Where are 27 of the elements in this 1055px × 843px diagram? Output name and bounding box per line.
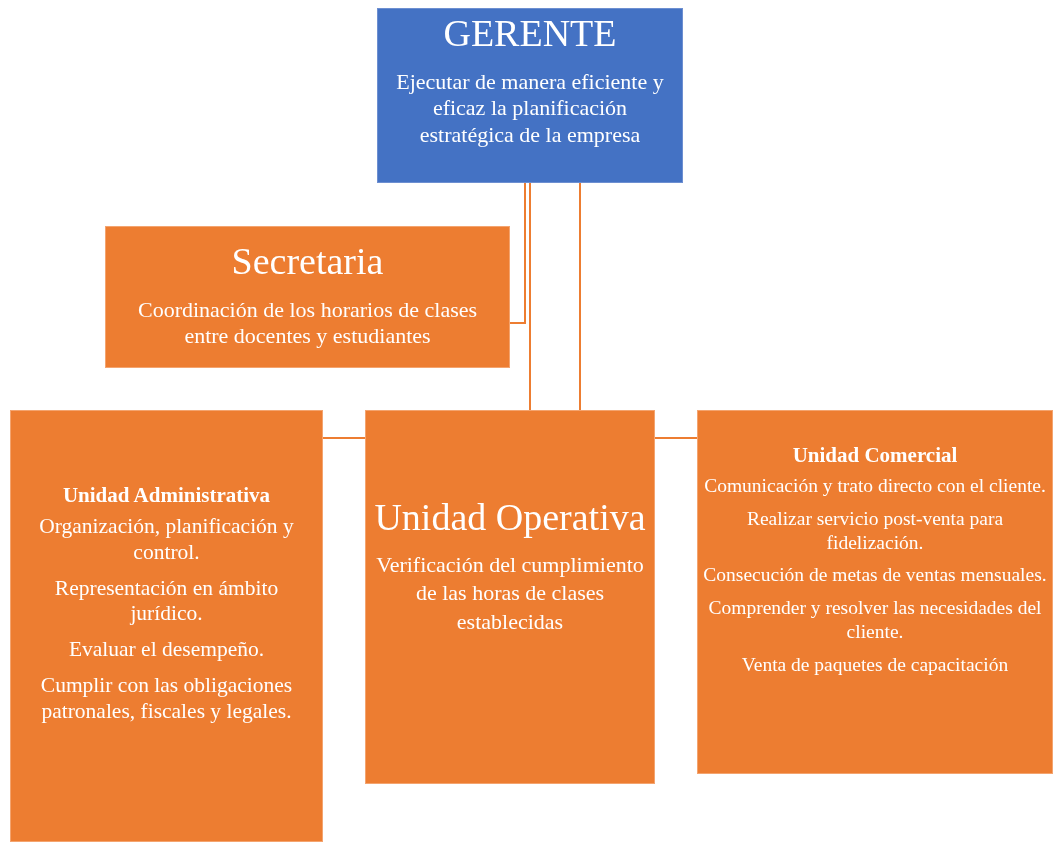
connector-line (529, 182, 531, 411)
box-description: Coordinación de los horarios de clases entre docentes y estudiantes (136, 296, 479, 350)
unit-box (365, 410, 655, 784)
secretary-box (105, 226, 510, 368)
box-description: Organización, planificación y control. (38, 514, 295, 566)
box-description: Comprender y resolver las necesidades del cliente. (707, 596, 1043, 644)
unit-box (10, 410, 323, 842)
box-heading: Unidad Administrativa (62, 483, 271, 508)
box-description: Realizar servicio post-venta para fidelización. (745, 506, 1005, 555)
box-title: GERENTE (443, 13, 617, 55)
box-heading: Unidad Comercial (792, 443, 958, 468)
box-description: Evaluar el desempeño. (68, 637, 265, 663)
connector-line (509, 182, 526, 324)
unit-box (697, 410, 1053, 774)
connector-line (322, 437, 366, 439)
box-description: Ejecutar de manera eficiente y eficaz la planificación estratégica de la empresa (395, 68, 665, 148)
box-description: Representación en ámbito jurídico. (53, 575, 280, 628)
box-description: Consecución de metas de ventas mensuales. (703, 563, 1047, 588)
box-description: Venta de paquetes de capacitación (741, 652, 1009, 677)
box-title: Unidad Operativa (374, 497, 646, 539)
box-description: Cumplir con las obligaciones patronales, fiscales y legales. (39, 673, 294, 725)
box-description: Comunicación y trato directo con el cliente. (704, 474, 1046, 498)
connector-line (654, 437, 698, 439)
box-description: Verificación del cumplimiento de las horas de clases establecidas (375, 550, 645, 636)
manager-box (377, 8, 683, 183)
connector-line (579, 182, 581, 411)
box-title: Secretaria (231, 241, 384, 283)
